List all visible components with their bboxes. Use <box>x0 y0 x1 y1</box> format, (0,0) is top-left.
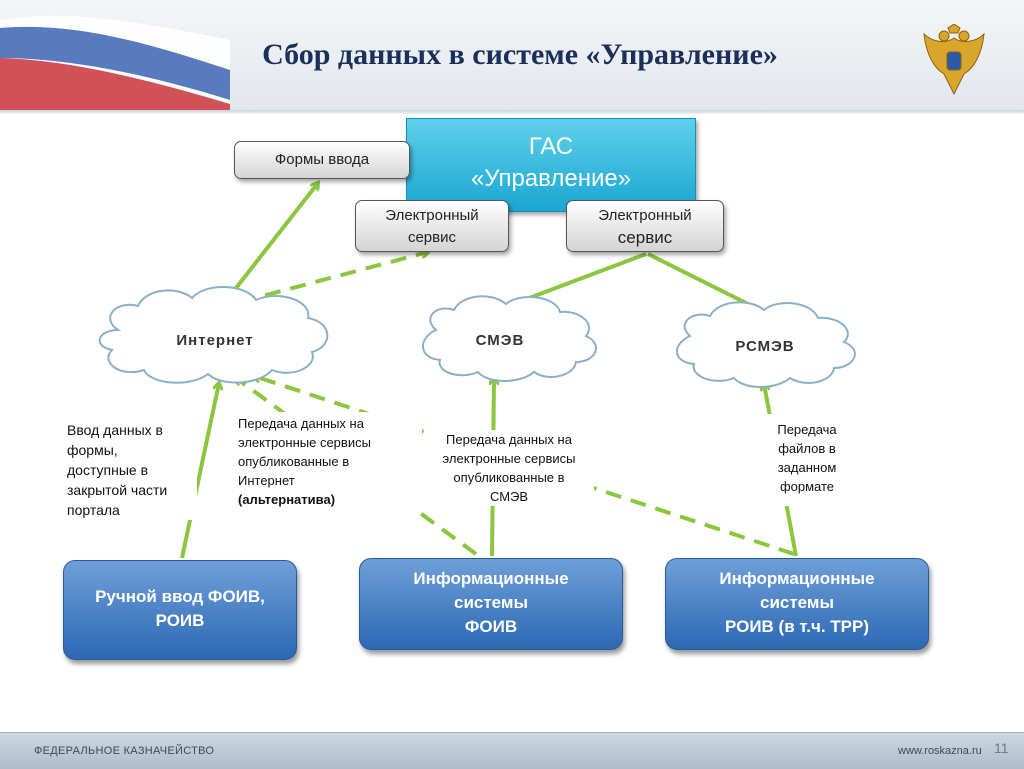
note-line: Ввод данных в <box>67 422 163 438</box>
box-manual-input-foiv-roiv: Ручной ввод ФОИВ, РОИВ <box>63 560 297 660</box>
cloud-rsmev-label: РСМЭВ <box>735 338 795 355</box>
box-line: системы <box>453 593 528 612</box>
dashed-roiv-to-internet <box>254 376 795 556</box>
gas-upravlenie-box: ГАС «Управление» <box>406 118 696 212</box>
eagle-emblem-icon <box>923 24 985 96</box>
gas-line-1: ГАС <box>528 133 574 160</box>
cloud-shapes <box>98 285 856 388</box>
footer-org-name: ФЕДЕРАЛЬНОЕ КАЗНАЧЕЙСТВО <box>34 745 215 757</box>
footer-band <box>0 732 1024 769</box>
e-service-1-line-1: Электронный <box>385 207 479 224</box>
cloud-smev-label: СМЭВ <box>475 332 525 349</box>
arrow-internet-to-forms <box>220 183 318 308</box>
note-line: Передача <box>777 422 837 437</box>
header-band: Сбор данных в системе «Управление» <box>0 0 1024 110</box>
note-line: заданном <box>777 460 837 475</box>
cloud-internet-label: Интернет <box>176 332 254 349</box>
footer-website-link[interactable]: www.roskazna.ru <box>898 745 982 757</box>
note-line: доступные в <box>67 462 149 478</box>
note-line: закрытой части <box>67 482 168 498</box>
note-line: опубликованные в <box>238 454 350 469</box>
box-line: РОИВ <box>155 611 205 630</box>
cloud-smev-shape <box>422 295 598 382</box>
note-line: файлов в <box>778 441 836 456</box>
box-info-systems-foiv: Информационные системы ФОИВ <box>359 558 623 650</box>
note-line: Передача данных на <box>446 432 572 447</box>
box-line: системы <box>759 593 834 612</box>
note-rsmev-transfer: Передача файлов в заданном формате <box>742 414 872 506</box>
box-line: РОИВ (в т.ч. ТРР) <box>725 617 869 636</box>
e-service-box-1: Электронный сервис <box>355 200 509 252</box>
e-service-1-line-2: сервис <box>407 229 457 246</box>
note-line: портала <box>67 502 120 518</box>
note-line: электронные сервисы <box>238 435 371 450</box>
box-line: Ручной ввод ФОИВ, <box>95 587 265 606</box>
note-line: опубликованные в <box>453 470 565 485</box>
box-line: ФОИВ <box>464 617 518 636</box>
note-line: Интернет <box>238 473 295 488</box>
arrow-manual-to-internet <box>180 383 219 559</box>
dashed-foiv-to-internet <box>236 378 478 556</box>
russian-flag-graphic <box>0 15 230 110</box>
note-line: электронные сервисы <box>442 451 576 466</box>
note-line: Передача данных на <box>238 416 364 431</box>
note-smev-transfer: Передача данных на электронные сервисы о… <box>424 430 594 506</box>
header-divider <box>0 110 1024 114</box>
cloud-rsmev-shape <box>676 301 856 388</box>
note-line: формы, <box>67 442 118 458</box>
box-line: Информационные <box>719 569 875 588</box>
page-number: 11 <box>994 740 1009 756</box>
line-rsmev-to-eservice <box>647 252 761 312</box>
e-service-2-line-1: Электронный <box>598 207 692 224</box>
cloud-internet-shape <box>98 285 329 384</box>
e-service-box-2: Электронный сервис <box>566 200 724 252</box>
note-line-bold: (альтернатива) <box>238 492 336 507</box>
box-info-systems-roiv: Информационные системы РОИВ (в т.ч. ТРР) <box>665 558 929 650</box>
page-title: Сбор данных в системе «Управление» <box>262 38 778 71</box>
note-manual-input: Ввод данных в формы, доступные в закрыто… <box>67 420 197 520</box>
box-line: Информационные <box>413 569 569 588</box>
forms-input-box: Формы ввода <box>234 141 410 179</box>
note-internet-transfer: Передача данных на электронные сервисы о… <box>234 412 422 511</box>
gas-line-2: «Управление» <box>470 165 632 192</box>
note-line: СМЭВ <box>489 489 529 504</box>
note-line: формате <box>779 479 835 494</box>
arrow-internet-to-eservice <box>239 252 428 304</box>
e-service-2-line-2: сервис <box>617 228 673 247</box>
